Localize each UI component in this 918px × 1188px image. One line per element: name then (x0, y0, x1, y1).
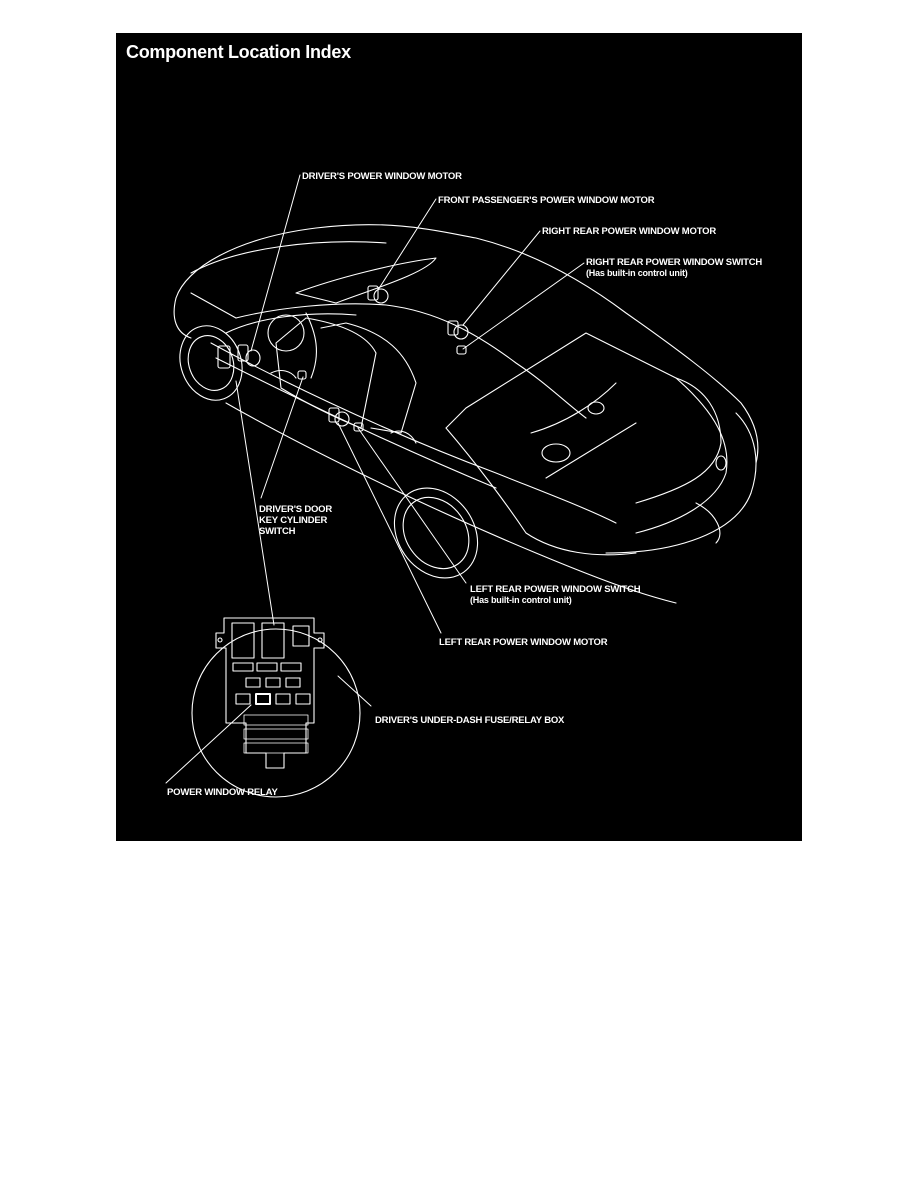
callout-line: KEY CYLINDER (259, 515, 328, 526)
callout-power-window-relay: POWER WINDOW RELAY (167, 787, 278, 798)
callout-line: DRIVER'S DOOR (259, 504, 333, 515)
callout-right-rear-power-window-switch: RIGHT REAR POWER WINDOW SWITCH (Has buil… (586, 257, 762, 279)
callout-label: RIGHT REAR POWER WINDOW SWITCH (586, 257, 763, 268)
page-title: Component Location Index (126, 42, 351, 62)
fuse-box-detail (191, 617, 361, 798)
callout-drivers-power-window-motor: DRIVER'S POWER WINDOW MOTOR (302, 171, 462, 182)
callout-line: SWITCH (259, 526, 296, 537)
car-body-outline (173, 224, 759, 604)
callout-front-passengers-power-window-motor: FRONT PASSENGER'S POWER WINDOW MOTOR (438, 195, 655, 206)
callout-left-rear-power-window-motor: LEFT REAR POWER WINDOW MOTOR (439, 637, 608, 648)
callout-left-rear-power-window-switch: LEFT REAR POWER WINDOW SWITCH (Has built… (470, 584, 641, 606)
callout-drivers-under-dash-fuse-relay-box: DRIVER'S UNDER-DASH FUSE/RELAY BOX (375, 715, 565, 726)
diagram-panel: Component Location Index (116, 33, 802, 841)
callout-note: (Has built-in control unit) (586, 268, 688, 278)
callout-note: (Has built-in control unit) (470, 595, 572, 605)
callout-right-rear-power-window-motor: RIGHT REAR POWER WINDOW MOTOR (542, 226, 716, 237)
callout-label: LEFT REAR POWER WINDOW SWITCH (470, 584, 641, 595)
leader-lines (165, 174, 585, 784)
vehicle-line-drawing (165, 174, 759, 798)
callout-drivers-door-key-cylinder-switch: DRIVER'S DOOR KEY CYLINDER SWITCH (259, 504, 332, 537)
